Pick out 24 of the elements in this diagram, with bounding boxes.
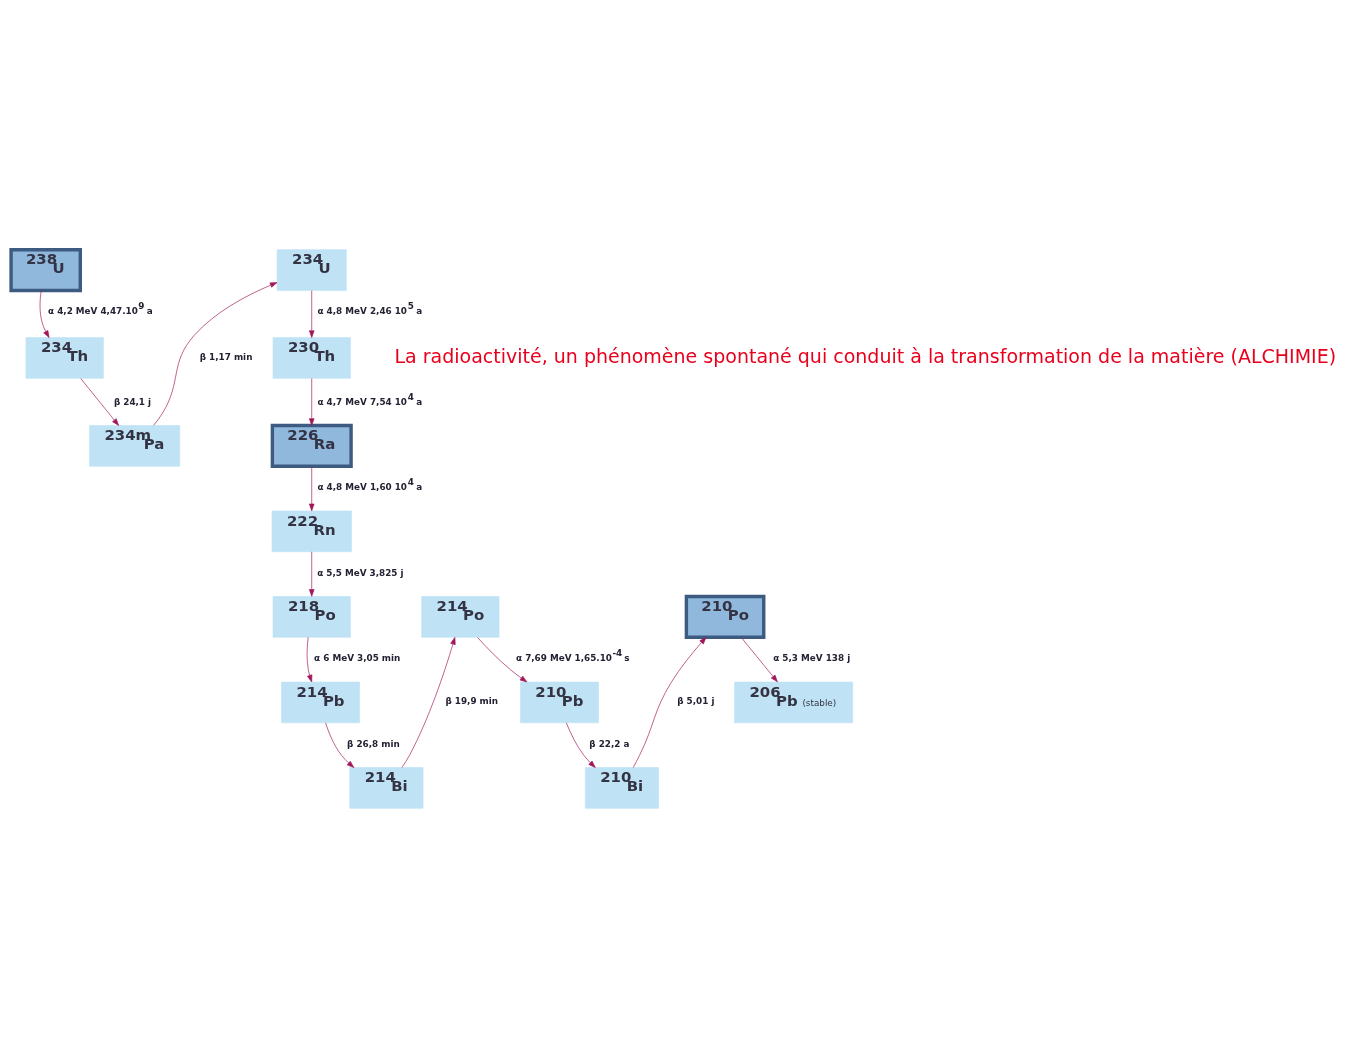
arrow [153,281,278,426]
edge-label: β 24,1 j [113,396,152,407]
edge-label: β 5,01 j [677,695,715,706]
edge-label: α 5,5 MeV 3,825 j [317,567,404,578]
arrow [80,377,119,426]
arrow [306,636,313,682]
arrow [477,636,528,682]
arrow [565,722,596,768]
arrow [401,636,456,768]
arrow [309,465,315,511]
label: La radioactivité, un phénomène spontané qui conduit à la transformation de la matière (ALCHIMIE) [394,344,1337,367]
edge-label: β 1,17 min [199,351,253,362]
arrow [740,636,778,682]
arrow [39,289,50,338]
arrow [309,289,315,338]
edge-label: β 19,9 min [445,695,499,706]
edge-label: α 6 MeV 3,05 min [314,652,401,663]
arrow [632,636,707,768]
edge-label: β 22,2 a [589,738,630,749]
edge-label: α 5,3 MeV 138 j [773,652,851,663]
edge-label: β 26,8 min [347,738,400,749]
arrow [325,722,355,768]
arrow [309,550,315,597]
arrow [309,377,315,426]
